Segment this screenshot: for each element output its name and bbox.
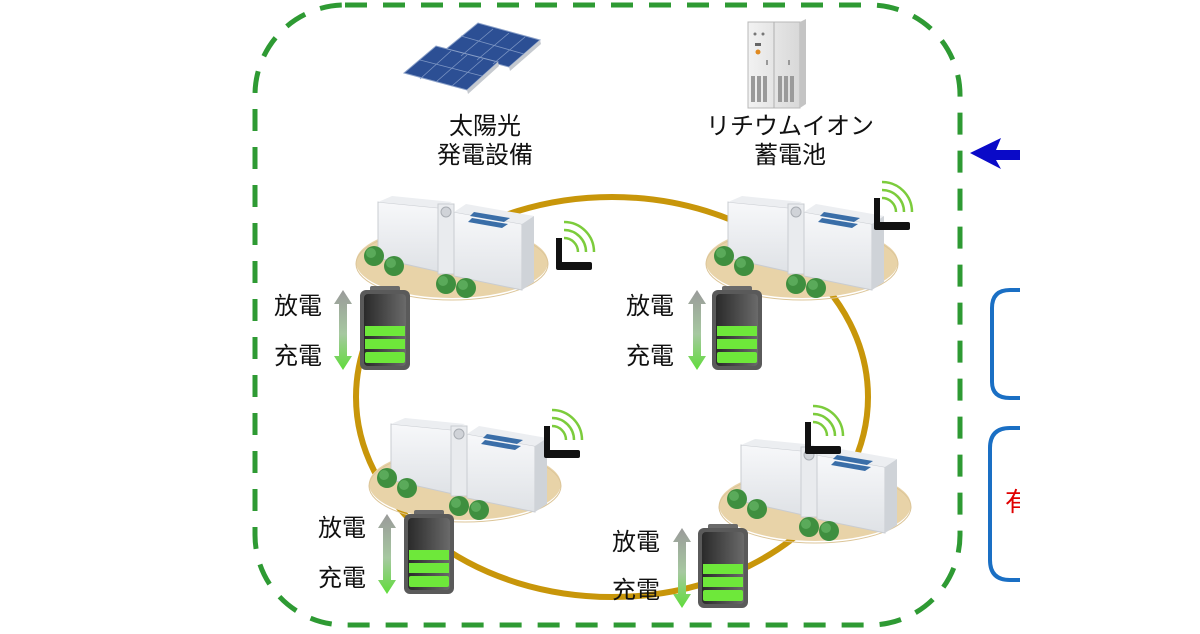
microgrid-boundary [252, 2, 963, 628]
tree-icon [364, 246, 384, 266]
wireless-router-icon [542, 408, 584, 460]
battery-icon [712, 286, 762, 370]
wireless-router-icon [803, 404, 845, 456]
battery-icon [360, 286, 410, 370]
wireless-router-icon [554, 220, 596, 272]
storage-label-line2: 蓄電池 [754, 141, 826, 169]
solar-facility-label: 太陽光 発電設備 [405, 112, 565, 170]
tree-icon [806, 278, 826, 298]
battery-icon [698, 524, 748, 608]
site-top-left-discharge-label: 放電 [274, 292, 322, 320]
tree-icon [714, 246, 734, 266]
site-bottom-right-charge-label: 充電 [612, 576, 660, 604]
battery-cabinet-icon [747, 19, 806, 109]
site-top-left [334, 195, 596, 370]
tree-icon [727, 489, 747, 509]
charge-discharge-arrow-icon [378, 514, 396, 594]
wireless-router-icon [872, 180, 914, 232]
tree-icon [799, 517, 819, 537]
tree-icon [436, 274, 456, 294]
site-bottom-left-discharge-label: 放電 [318, 514, 366, 542]
tree-icon [747, 499, 767, 519]
power-ring [353, 194, 871, 600]
site-bottom-right [673, 404, 912, 608]
charge-discharge-arrow-icon [673, 528, 691, 608]
tree-icon [456, 278, 476, 298]
charge-discharge-arrow-icon [334, 290, 352, 370]
site-bottom-left-charge-label: 充電 [318, 564, 366, 592]
right-panel-2 [988, 426, 1020, 582]
tree-icon [469, 500, 489, 520]
tree-icon [819, 521, 839, 541]
right-panel-1 [990, 288, 1020, 400]
incoming-arrow-icon [970, 138, 1020, 169]
tree-icon [384, 256, 404, 276]
site-bottom-right-discharge-label: 放電 [612, 528, 660, 556]
solar-label-line1: 太陽光 [449, 112, 521, 140]
tree-icon [786, 274, 806, 294]
tree-icon [449, 496, 469, 516]
storage-facility-label: リチウムイオン 蓄電池 [700, 112, 880, 170]
battery-icon [404, 510, 454, 594]
site-top-right [688, 180, 914, 370]
tree-icon [377, 468, 397, 488]
tree-icon [397, 478, 417, 498]
charge-discharge-arrow-icon [688, 290, 706, 370]
site-top-right-charge-label: 充電 [626, 342, 674, 370]
solar-label-line2: 発電設備 [437, 141, 533, 169]
site-top-left-charge-label: 充電 [274, 342, 322, 370]
tree-icon [734, 256, 754, 276]
storage-label-line1: リチウムイオン [706, 112, 874, 140]
site-top-right-discharge-label: 放電 [626, 292, 674, 320]
solar-panel-icon [402, 22, 542, 94]
right-panel-2-text: 有 [1005, 488, 1020, 518]
